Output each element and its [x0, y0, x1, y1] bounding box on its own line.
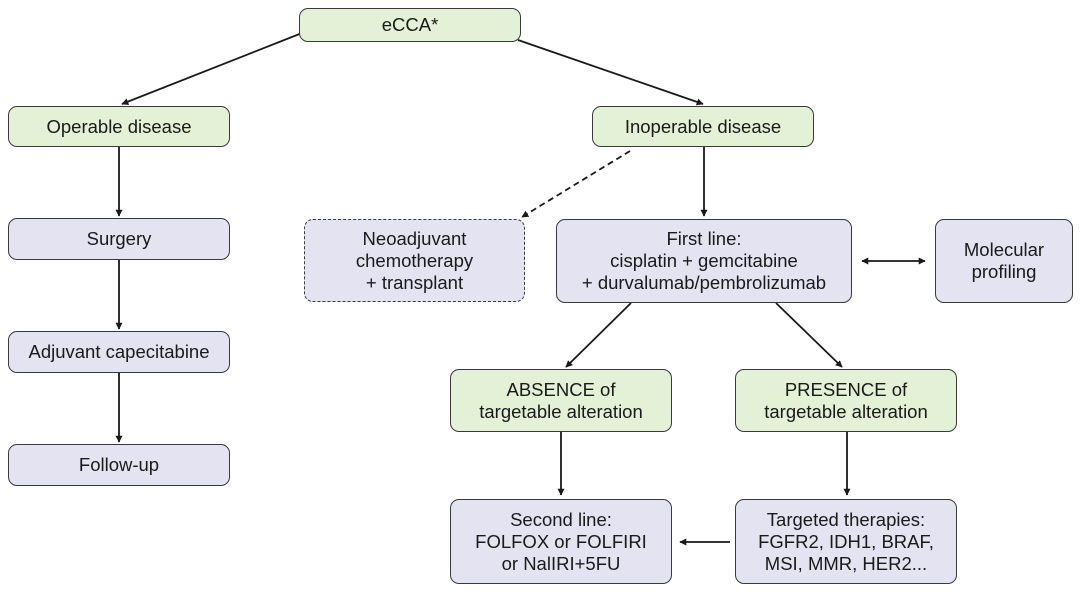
node-first-line-line-1: First line: [666, 228, 742, 249]
node-presence-targetable: PRESENCE of targetable alteration [735, 369, 957, 432]
edge-ecca-to-operable [121, 32, 303, 105]
node-neoadjuvant-line-2: chemotherapy [355, 249, 474, 271]
node-targeted-therapies-line-1: Targeted therapies: [766, 508, 926, 530]
node-follow-up: Follow-up [8, 444, 230, 486]
node-ecca-text: eCCA* [381, 14, 439, 35]
node-surgery-text: Surgery [86, 228, 152, 249]
node-first-line-line-2: cisplatin + gemcitabine [610, 250, 798, 271]
node-targeted-therapies-line-3: MSI, MMR, HER2... [764, 552, 928, 574]
node-first-line: First line: cisplatin + gemcitabine + du… [556, 219, 852, 303]
node-operable-disease: Operable disease [8, 106, 230, 147]
node-operable-disease-text: Operable disease [46, 115, 192, 137]
node-neoadjuvant-line-1: Neoadjuvant [362, 227, 467, 249]
node-molecular-profiling: Molecular profiling [935, 219, 1073, 303]
node-inoperable-disease: Inoperable disease [592, 106, 814, 147]
node-molecular-profiling-line-1: Molecular [963, 239, 1045, 260]
edge-firstline-to-presence [775, 302, 843, 368]
node-presence-targetable-line-2: targetable alteration [764, 400, 928, 422]
edge-inoperable-to-neoadjuvant [521, 150, 631, 218]
node-absence-targetable-line-2: targetable alteration [479, 400, 643, 422]
node-second-line-line-1: Second line: [510, 508, 612, 530]
node-surgery: Surgery [8, 218, 230, 260]
node-second-line-line-3: or NalIRI+5FU [501, 552, 621, 574]
node-ecca: eCCA* [299, 8, 521, 42]
node-presence-targetable-line-1: PRESENCE of [784, 378, 908, 400]
node-absence-targetable: ABSENCE of targetable alteration [450, 369, 672, 432]
node-adjuvant-capecitabine: Adjuvant capecitabine [8, 331, 230, 373]
node-neoadjuvant: Neoadjuvant chemotherapy + transplant [304, 219, 525, 302]
node-first-line-line-3: + durvalumab/pembrolizumab [581, 272, 827, 293]
node-targeted-therapies-line-2: FGFR2, IDH1, BRAF, [758, 530, 934, 552]
node-absence-targetable-line-1: ABSENCE of [506, 378, 616, 400]
node-molecular-profiling-line-2: profiling [971, 261, 1037, 282]
node-adjuvant-capecitabine-text: Adjuvant capecitabine [28, 341, 210, 362]
node-targeted-therapies: Targeted therapies: FGFR2, IDH1, BRAF, M… [735, 499, 957, 584]
node-inoperable-disease-text: Inoperable disease [624, 115, 782, 137]
node-follow-up-text: Follow-up [78, 454, 160, 475]
node-neoadjuvant-line-3: + transplant [365, 271, 464, 293]
node-second-line: Second line: FOLFOX or FOLFIRI or NalIRI… [450, 499, 672, 584]
edge-firstline-to-absence [565, 302, 632, 368]
edge-ecca-to-inoperable [517, 39, 704, 106]
node-second-line-line-2: FOLFOX or FOLFIRI [475, 530, 647, 552]
